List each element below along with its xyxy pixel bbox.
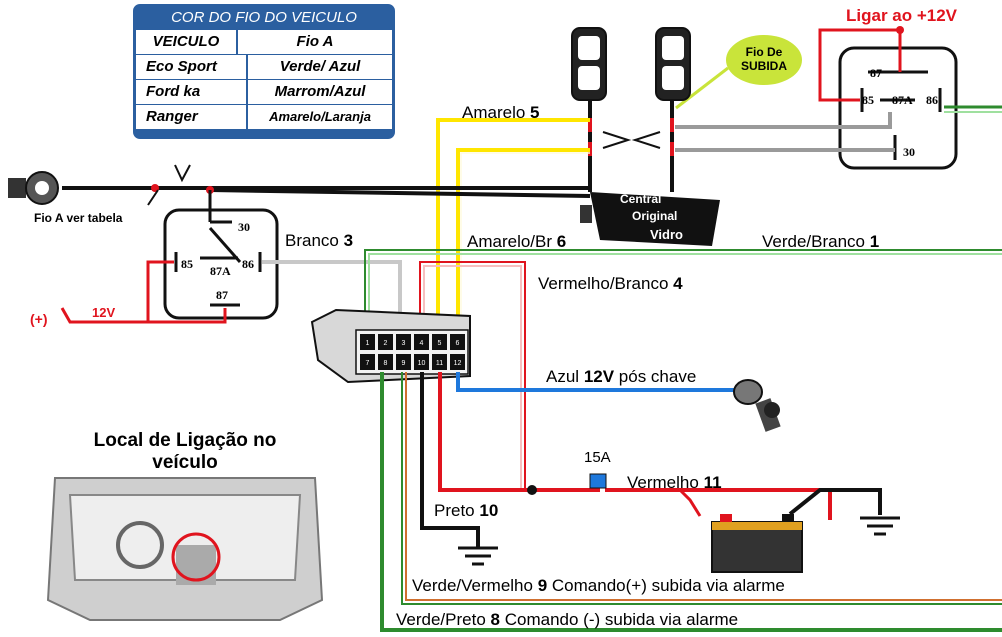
12v-label: 12V bbox=[92, 305, 116, 320]
connector-pin-label: 3 bbox=[402, 340, 406, 347]
window-switch-icon bbox=[655, 27, 691, 101]
connector-pin bbox=[360, 334, 375, 350]
local-ligacao-title: Local de Ligação no veículo bbox=[93, 430, 277, 473]
table-row: Ranger Amarelo/Laranja bbox=[136, 105, 392, 129]
central-label-3: Vidro bbox=[650, 227, 683, 242]
battery-icon bbox=[711, 514, 803, 573]
wire-label-verde-vermelho: Verde/Vermelho 9 Comando(+) subida via a… bbox=[412, 576, 785, 595]
wire-label-azul: Azul 12V pós chave bbox=[546, 367, 697, 386]
connector-pin-label: 6 bbox=[456, 340, 460, 347]
right-relay-pin-85: 85 bbox=[862, 93, 874, 107]
connector-pin bbox=[450, 334, 465, 350]
table-cell-wire: Verde/ Azul bbox=[279, 58, 361, 75]
table-title: COR DO FIO DO VEICULO bbox=[171, 9, 357, 26]
left-relay-pin-86: 86 bbox=[242, 257, 254, 271]
connector-pin-label: 4 bbox=[420, 340, 424, 347]
left-relay-pin-30: 30 bbox=[238, 220, 250, 234]
wire-color-table: COR DO FIO DO VEICULO VEICULO Fio A Eco … bbox=[133, 4, 395, 139]
table-row: Ford ka Marrom/Azul bbox=[136, 80, 392, 104]
fio-subida-bubble: Fio De SUBIDA bbox=[726, 35, 802, 85]
connector-pin-label: 5 bbox=[438, 340, 442, 347]
fio-subida-label: Fio De SUBIDA bbox=[740, 45, 787, 73]
connector-pin bbox=[432, 334, 447, 350]
right-relay-pin-87: 87 bbox=[870, 66, 882, 80]
wire-label-branco: Branco 3 bbox=[285, 231, 354, 250]
wire-label-vermelho: Vermelho 11 bbox=[627, 473, 722, 492]
right-relay-pin-87a: 87A bbox=[892, 93, 913, 107]
connector-pin-label: 12 bbox=[454, 360, 462, 367]
wire-label-verde-preto: Verde/Preto 8 Comando (-) subida via ala… bbox=[396, 610, 739, 629]
connector-pin-label: 10 bbox=[418, 360, 426, 367]
connector-pin-label: 7 bbox=[366, 360, 370, 367]
ground-icon bbox=[860, 516, 900, 536]
connector-pin bbox=[432, 354, 447, 370]
fuse-label: 15A bbox=[584, 449, 611, 466]
ligar-12v-label: Ligar ao +12V bbox=[846, 6, 958, 25]
table-header-vehicle: VEICULO bbox=[136, 30, 238, 54]
wire-label-preto: Preto 10 bbox=[434, 501, 499, 520]
connector-pin-label: 9 bbox=[402, 360, 406, 367]
wire-label-amarelo-br: Amarelo/Br 6 bbox=[467, 232, 567, 251]
wire-label-vermelho-branco: Vermelho/Branco 4 bbox=[538, 274, 683, 293]
right-relay-pin-30: 30 bbox=[903, 145, 915, 159]
connector-pin-label: 1 bbox=[366, 340, 370, 347]
left-relay-pin-87a: 87A bbox=[210, 264, 231, 278]
fio-a-label: Fio A ver tabela bbox=[34, 211, 123, 225]
car-dashboard-icon bbox=[46, 477, 324, 621]
table-cell-wire: Amarelo/Laranja bbox=[269, 109, 371, 124]
table-cell-vehicle: Ford ka bbox=[136, 80, 248, 104]
table-cell-wire: Marrom/Azul bbox=[274, 83, 366, 100]
connector-pin bbox=[378, 334, 393, 350]
connector-pin bbox=[360, 354, 375, 370]
plus-label: (+) bbox=[30, 311, 48, 327]
wire-label-verde-branco: Verde/Branco 1 bbox=[762, 232, 880, 251]
table-cell-vehicle: Eco Sport bbox=[136, 55, 248, 79]
connector-pin bbox=[414, 334, 429, 350]
left-relay bbox=[163, 190, 279, 320]
connector-pin bbox=[450, 354, 465, 370]
ignition-key-icon bbox=[733, 379, 781, 432]
table-row: Eco Sport Verde/ Azul bbox=[136, 55, 392, 79]
connector-pin-label: 11 bbox=[436, 360, 443, 367]
connector-pin bbox=[378, 354, 393, 370]
wire-label-amarelo: Amarelo 5 bbox=[462, 103, 540, 122]
window-switch-icon bbox=[571, 27, 607, 101]
left-relay-pin-85: 85 bbox=[181, 257, 193, 271]
connector-pin-label: 8 bbox=[384, 360, 388, 367]
ground-icon bbox=[458, 546, 498, 566]
connector-pin-label: 2 bbox=[384, 340, 388, 347]
table-cell-vehicle: Ranger bbox=[136, 105, 248, 129]
connector-pin bbox=[396, 354, 411, 370]
connector-pin bbox=[396, 334, 411, 350]
connector-pin bbox=[414, 354, 429, 370]
right-relay-pin-86: 86 bbox=[926, 93, 938, 107]
table-header-wire: Fio A bbox=[296, 33, 334, 50]
central-module bbox=[580, 192, 720, 246]
central-label-1: Central bbox=[620, 192, 662, 206]
central-label-2: Original bbox=[632, 209, 678, 223]
left-relay-pin-87: 87 bbox=[216, 288, 228, 302]
lamp-plug-icon bbox=[8, 171, 59, 205]
table-header-row: VEICULO Fio A bbox=[136, 30, 392, 54]
